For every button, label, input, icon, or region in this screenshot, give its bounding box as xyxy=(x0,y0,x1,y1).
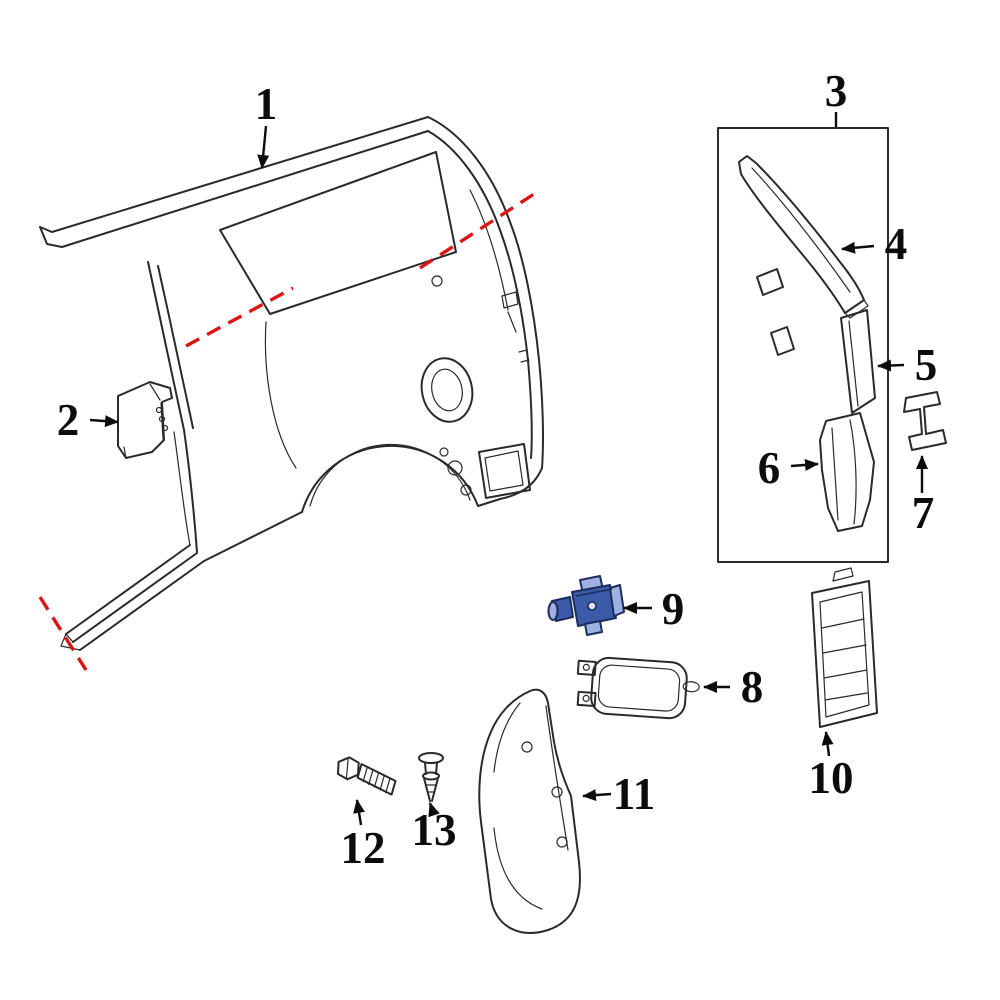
callout-11-label: 11 xyxy=(613,769,656,819)
callout-11-arrow xyxy=(582,789,612,802)
callout-9: 9 xyxy=(623,584,685,634)
callout-1: 1 xyxy=(255,79,278,169)
callout-6-arrow xyxy=(790,458,819,471)
callout-10-arrow xyxy=(821,731,834,757)
part-4-drawing xyxy=(738,155,869,356)
callout-4-label: 4 xyxy=(885,219,908,269)
callout-2: 2 xyxy=(57,395,119,445)
callout-8: 8 xyxy=(703,662,764,712)
callout-2-label: 2 xyxy=(57,395,80,445)
callout-6: 6 xyxy=(758,443,819,493)
callout-2-arrow xyxy=(89,415,119,428)
callout-12-label: 12 xyxy=(341,823,386,873)
callout-13-arrow xyxy=(428,802,440,818)
callout-12-arrow xyxy=(353,799,365,826)
callout-3-label: 3 xyxy=(825,66,848,116)
part-1-drawing xyxy=(39,116,544,651)
part-13-drawing xyxy=(418,752,444,802)
part-3-group-box xyxy=(717,127,889,563)
callout-5-arrow xyxy=(877,359,905,372)
callout-13: 13 xyxy=(412,802,457,855)
callout-1-arrow xyxy=(257,125,270,169)
callout-13-label: 13 xyxy=(412,805,457,855)
part-11-drawing xyxy=(478,688,581,934)
callout-8-label: 8 xyxy=(741,662,764,712)
callout-4-arrow xyxy=(841,241,875,254)
part-10-drawing xyxy=(811,567,878,728)
callout-12: 12 xyxy=(341,799,386,873)
quarter-window-cutout xyxy=(219,151,457,315)
callout-11: 11 xyxy=(582,769,656,819)
part-12-drawing xyxy=(336,756,397,796)
callout-7: 7 xyxy=(912,455,935,538)
callout-10-label: 10 xyxy=(809,753,854,803)
callout-1-label: 1 xyxy=(255,79,278,129)
callout-3: 3 xyxy=(825,66,848,127)
fuel-filler-recess xyxy=(420,357,474,423)
part-6-drawing xyxy=(819,412,875,532)
callout-5: 5 xyxy=(877,340,938,390)
part-2-drawing xyxy=(117,381,173,459)
part-5-drawing xyxy=(840,309,876,414)
callout-10: 10 xyxy=(809,731,854,803)
callout-7-label: 7 xyxy=(912,488,935,538)
part-7-drawing xyxy=(903,391,947,451)
part-8-drawing xyxy=(576,656,700,720)
section-cut-lines xyxy=(38,192,535,671)
callout-6-label: 6 xyxy=(758,443,781,493)
part-9-drawing-highlighted xyxy=(547,575,625,636)
callout-9-label: 9 xyxy=(662,584,685,634)
callout-4: 4 xyxy=(841,219,908,269)
callout-5-label: 5 xyxy=(915,340,938,390)
